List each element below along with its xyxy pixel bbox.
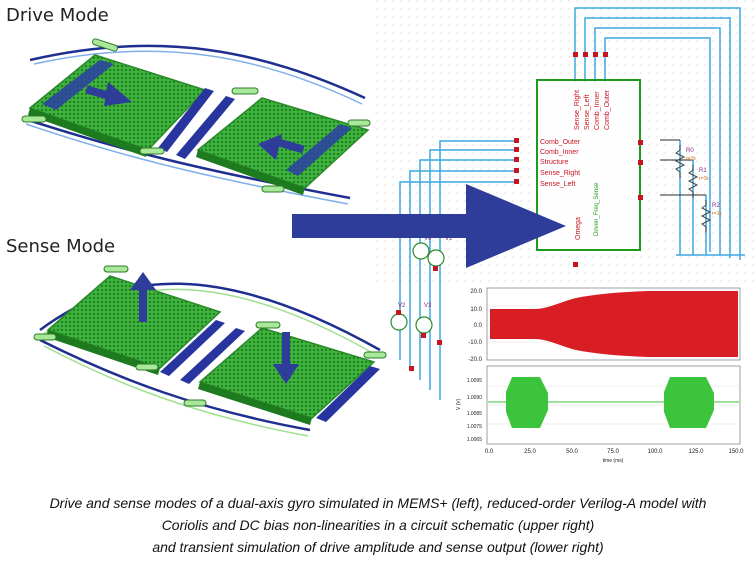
drive-anchor [347,119,371,127]
resistor-value: r=1k [686,156,696,162]
sense-pulse-1 [506,377,548,428]
block-name-label: Driven_Freq_Sense [594,182,600,236]
pin-label: Structure [540,159,569,166]
sense-arrow-up [130,272,156,322]
x-tick: 75.0 [607,449,619,455]
drive-anchor [231,87,259,95]
x-tick: 0.0 [485,449,494,455]
drive-center-electrode-2 [176,96,235,159]
sense-mode-device [33,265,387,437]
source-v1 [427,249,445,267]
source-v0 [412,242,430,260]
drive-center-electrode-1 [158,88,214,152]
resistor-label: R0 [686,148,694,154]
resistor-label: R1 [699,168,707,174]
source-v3 [415,316,433,334]
flow-arrow [292,184,566,268]
sense-anchor [33,333,57,341]
sense-arrow-down [273,332,299,384]
source-v2 [390,313,408,331]
drive-mode-title: Drive Mode [6,5,109,26]
caption-line: and transient simulation of drive amplit… [152,539,604,555]
bottom-y-tick: 1.0090 [467,395,483,401]
sense-center-electrode-2 [180,328,245,384]
sense-pulse-2 [664,377,714,428]
circuit-schematic: Comb_Outer Comb_Inner Structure Sense_Ri… [372,0,756,400]
resistor-value: r=1k [712,211,722,217]
sense-anchor [363,351,387,359]
drive-anchor [139,147,165,155]
x-tick: 50.0 [566,449,578,455]
bottom-y-tick: 1.0065 [467,437,483,443]
resistor-value: r=1k [699,176,709,182]
transient-plots: 20.0 10.0 0.0 -10.0 -20.0 1.0095 1.0090 … [452,282,756,466]
resistor-r1 [687,165,699,198]
sense-anchor [255,321,281,329]
drive-anchor [261,185,285,193]
caption-line: Coriolis and DC bias non-linearities in … [161,517,595,533]
drive-mode-device [21,38,371,205]
sense-center-electrode-1 [160,320,225,376]
bottom-y-tick: 1.0075 [467,424,483,430]
top-y-tick: -20.0 [468,357,482,363]
top-pin-label: Sense_Right [574,90,581,130]
caption-line: Drive and sense modes of a dual-axis gyr… [49,495,707,511]
sense-anchor [183,399,207,407]
source-label: V0 [424,236,432,242]
sense-frame-spring-bottom [39,338,311,432]
drive-frame-spring-top [29,44,366,100]
sense-mode-title: Sense Mode [6,236,116,257]
top-y-tick: 10.0 [470,307,482,313]
pin-label: Comb_Inner [540,149,579,156]
sense-anchor [135,363,159,371]
x-tick: 150.0 [728,449,744,455]
top-pin-label: Comb_Inner [594,91,601,130]
x-tick: 100.0 [647,449,663,455]
drive-amplitude-trace [490,291,738,357]
drive-left-comb [42,60,114,110]
drive-anchor [91,38,119,52]
resistor-r2 [700,200,712,232]
pin-label: Sense_Left [540,181,575,188]
x-axis-label: time (ms) [603,458,624,464]
omega-pin-label: Omega [575,217,582,240]
top-pin-label: Comb_Outer [604,89,611,130]
source-label: V2 [398,303,406,309]
drive-anchor [21,115,47,123]
top-pin-label: Sense_Left [584,95,591,130]
figure-caption: Drive and sense modes of a dual-axis gyr… [0,492,756,558]
source-label: V1 [445,236,453,242]
bottom-y-tick: 1.0085 [467,411,483,417]
resistor-label: R2 [712,203,720,209]
sense-anchor [103,265,129,273]
sense-right-electrode [316,366,380,422]
bottom-y-tick: 1.0095 [467,378,483,384]
x-tick: 125.0 [688,449,704,455]
pin-label: Sense_Right [540,170,580,177]
pin-label: Comb_Outer [540,139,581,146]
bottom-y-label: V (V) [456,398,462,410]
top-y-tick: 0.0 [474,323,483,329]
drive-right-comb [286,124,352,176]
x-tick: 25.0 [524,449,536,455]
top-y-tick: -10.0 [468,340,482,346]
resistor-r0 [674,145,686,178]
drive-arrow-right [85,82,132,106]
source-label: V3 [424,303,432,309]
drive-arrow-left [258,134,305,160]
top-y-tick: 20.0 [470,289,482,295]
